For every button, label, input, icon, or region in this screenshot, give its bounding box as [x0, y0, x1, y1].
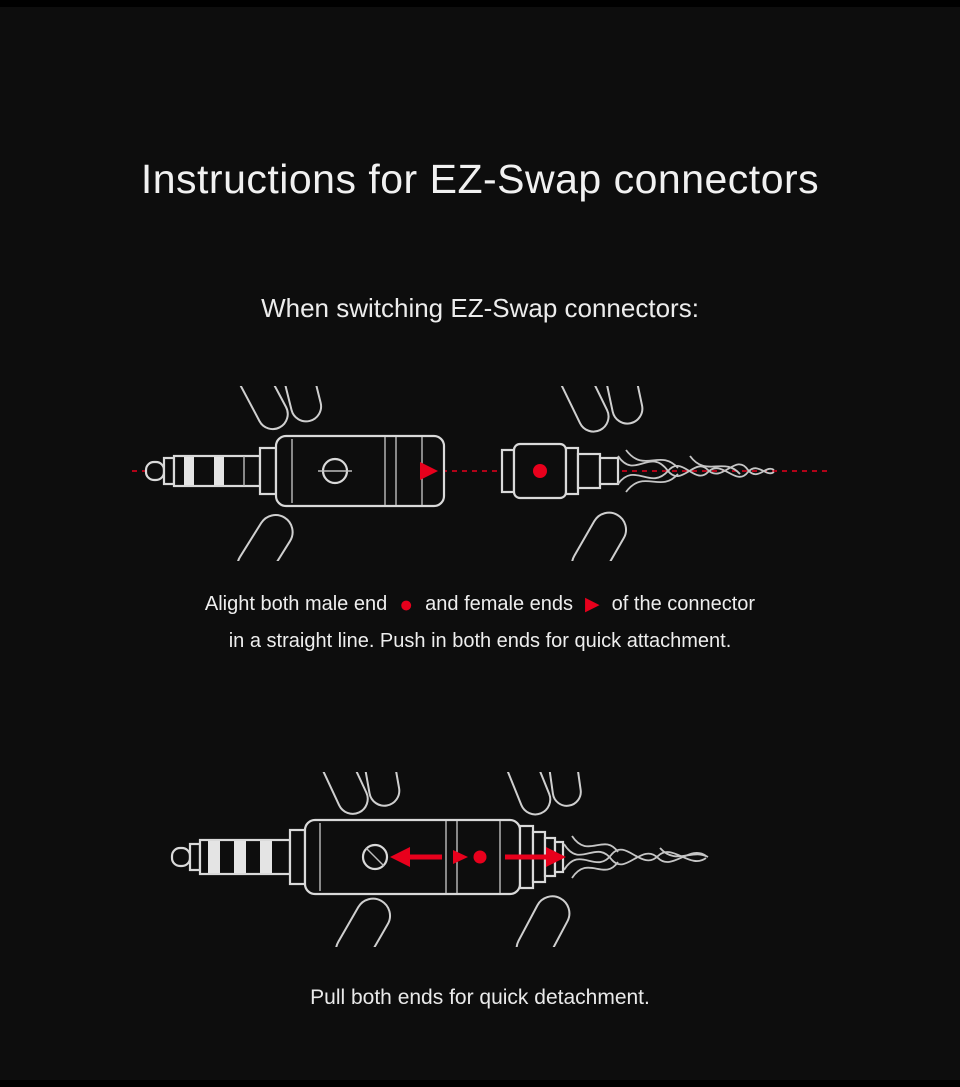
red-triangle-marker: [453, 850, 468, 864]
section-subtitle: When switching EZ-Swap connectors:: [261, 293, 699, 323]
attach-caption-post: of the connector: [611, 593, 756, 615]
female-end-triangle-icon: ▶: [585, 594, 600, 615]
pull-markers: [390, 847, 566, 867]
page-title: Instructions for EZ-Swap connectors: [140, 156, 820, 202]
attach-caption-pre: Alight both male end: [204, 593, 388, 615]
attach-caption-mid: and female ends: [425, 593, 574, 615]
screw-marker-circle: [361, 843, 389, 871]
red-dot-marker: [533, 464, 547, 478]
red-triangle-marker: [420, 462, 438, 480]
detach-caption: Pull both ends for quick detachment.: [310, 986, 650, 1009]
cable-drawing: [617, 449, 775, 493]
female-connector-drawing: [500, 442, 620, 500]
pull-arrow-right: [546, 847, 566, 867]
attach-caption-line1: Alight both male end ● and female ends ▶ of …: [0, 586, 960, 623]
attach-caption-line2: in a straight line. Push in both ends fo…: [228, 630, 732, 652]
bottom-edge: [0, 1080, 960, 1087]
attach-illustration: [130, 347, 830, 584]
detach-illustration: [160, 735, 800, 969]
detach-illustration-svg: [170, 735, 709, 969]
attach-caption: Alight both male end ● and female ends ▶ of …: [0, 586, 960, 659]
cable-drawing: [563, 835, 709, 879]
male-connector-drawing: [144, 434, 446, 508]
male-end-dot-icon: ●: [399, 591, 414, 617]
red-dot-marker: [473, 850, 487, 864]
connected-connector-drawing: [170, 818, 565, 896]
pull-arrow-left: [390, 847, 410, 867]
attach-illustration-svg: [132, 347, 828, 584]
top-edge: [0, 0, 960, 7]
